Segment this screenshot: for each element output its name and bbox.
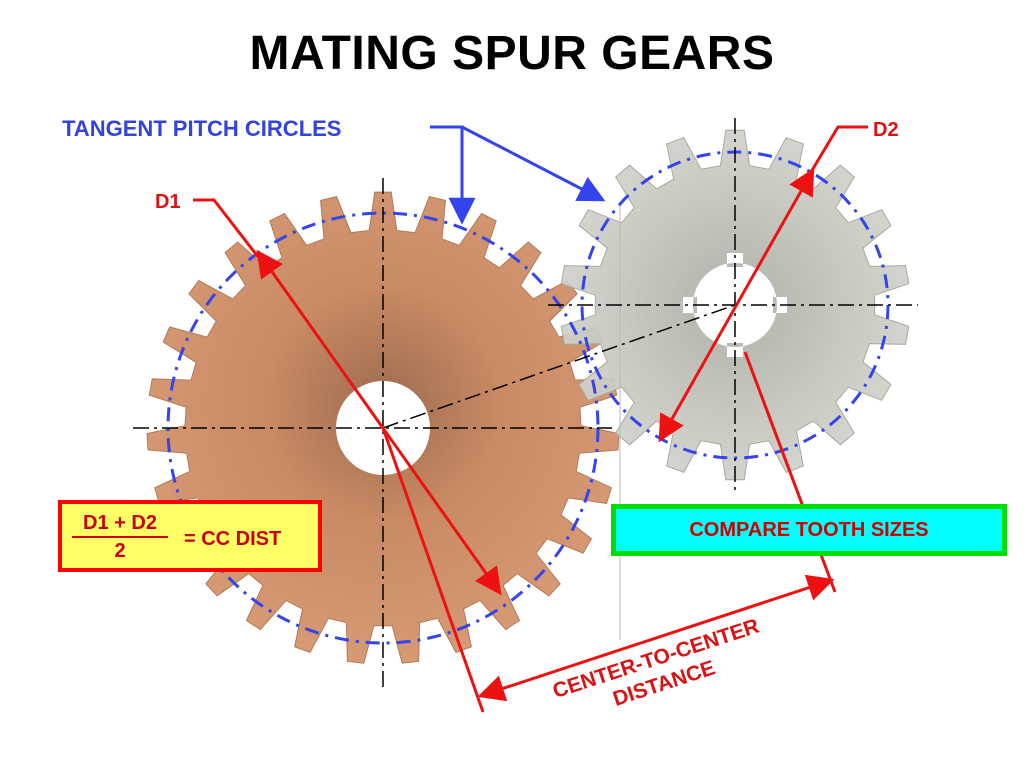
- d2-leader: [809, 125, 868, 173]
- d1-label: D1: [155, 191, 181, 213]
- d1-leader: [193, 198, 264, 263]
- page-title: MATING SPUR GEARS: [249, 27, 775, 80]
- d2-label: D2: [873, 119, 899, 141]
- formula-result: = CC DIST: [184, 528, 282, 550]
- formula-denominator: 2: [114, 540, 126, 562]
- d1-diameter-arrow: [256, 249, 502, 596]
- center-distance-dimension-arrow: [477, 574, 835, 702]
- formula-numerator: D1 + D2: [72, 512, 168, 538]
- tangent-leader-small: [461, 125, 606, 202]
- compare-tooth-sizes-box: COMPARE TOOTH SIZES: [611, 504, 1007, 556]
- tangent-pitch-circles-label: TANGENT PITCH CIRCLES: [62, 116, 341, 141]
- fraction: D1 + D2 2: [72, 512, 168, 563]
- center-distance-extension-left: [381, 427, 485, 713]
- d2-diameter-arrow: [658, 167, 815, 443]
- formula-box: D1 + D2 2 = CC DIST: [58, 500, 322, 572]
